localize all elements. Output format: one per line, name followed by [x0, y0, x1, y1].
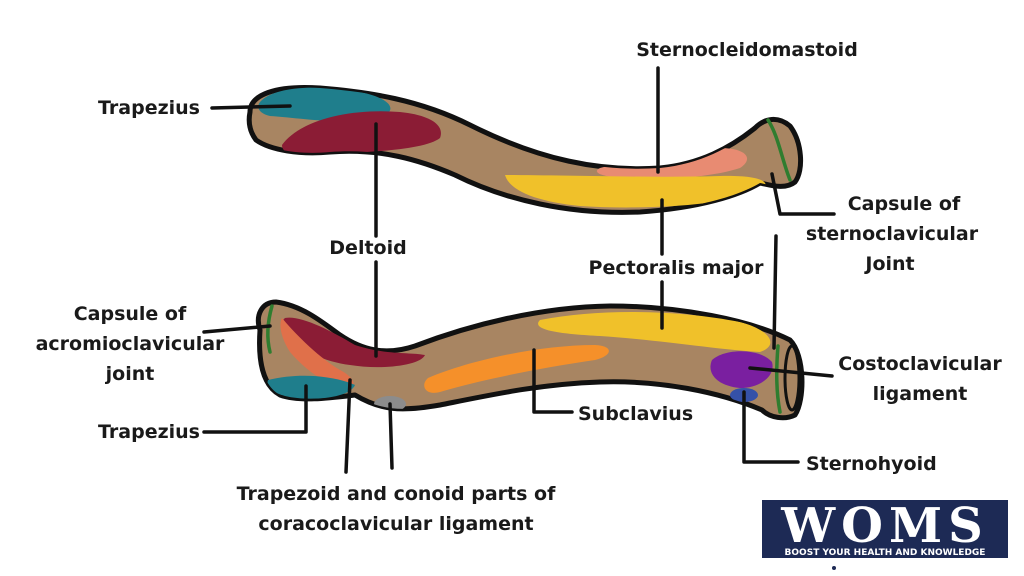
- clavicle-superior-view: [246, 84, 804, 215]
- label-sternocleidomastoid: Sternocleidomastoid: [636, 39, 858, 61]
- leader-capsule-sc-bottom: [772, 234, 778, 350]
- label-trapezius-bottom: Trapezius: [98, 421, 200, 443]
- leader-conoid: [388, 402, 394, 470]
- logo-wordmark: WOMS: [780, 498, 989, 554]
- label-deltoid: Deltoid: [329, 237, 406, 259]
- leader-trapezius-top: [210, 104, 292, 110]
- logo-background: [762, 500, 1008, 558]
- label-subclavius: Subclavius: [578, 403, 693, 425]
- ac-capsule-bottom: [266, 304, 274, 354]
- label-capsule-sc-2: sternoclavicular: [806, 223, 979, 245]
- leader-trapezius-bottom: [202, 384, 308, 434]
- label-capsule-ac-3: joint: [105, 363, 155, 385]
- trapezius-lateral-strip: [280, 318, 354, 390]
- pectoralis-area-bottom: [538, 311, 771, 352]
- label-capsule-sc-3: Joint: [863, 253, 914, 275]
- labels: Trapezius Sternocleidomastoid Deltoid Ca…: [36, 39, 1003, 535]
- label-costoclavicular-2: ligament: [873, 383, 968, 405]
- costoclavicular-area: [710, 351, 773, 388]
- pectoralis-area-top: [505, 175, 766, 208]
- label-coracoclavicular-2: coracoclavicular ligament: [258, 513, 533, 535]
- leader-capsule-sc: [770, 172, 836, 216]
- clavicle-inferior-view: [255, 299, 805, 421]
- logo-dot: [832, 566, 836, 570]
- label-coracoclavicular-1: Trapezoid and conoid parts of: [237, 483, 556, 505]
- subclavius-area: [424, 345, 609, 393]
- logo-tagline: BOOST YOUR HEALTH AND KNOWLEDGE: [785, 548, 986, 558]
- trapezius-area-bottom: [267, 375, 355, 399]
- sc-capsule-bottom: [774, 344, 782, 414]
- label-capsule-ac-2: acromioclavicular: [36, 333, 225, 355]
- label-pectoralis-major: Pectoralis major: [589, 257, 765, 279]
- deltoid-area-top: [282, 111, 441, 156]
- leader-capsule-ac: [202, 324, 272, 334]
- leader-costoclavicular: [748, 366, 834, 378]
- leader-subclavius: [532, 348, 574, 414]
- woms-logo: WOMS BOOST YOUR HEALTH AND KNOWLEDGE: [762, 498, 1008, 570]
- label-capsule-ac-1: Capsule of: [74, 303, 187, 325]
- leader-trapezoid: [344, 378, 352, 474]
- sternal-end-facet: [783, 344, 801, 412]
- sc-capsule-top: [766, 118, 792, 182]
- label-trapezius-top: Trapezius: [98, 97, 200, 119]
- label-capsule-sc-1: Capsule of: [848, 193, 961, 215]
- label-costoclavicular-1: Costoclavicular: [838, 353, 1002, 375]
- leader-lines: [202, 66, 836, 474]
- leader-sternohyoid: [742, 390, 800, 464]
- label-sternohyoid: Sternohyoid: [806, 453, 937, 475]
